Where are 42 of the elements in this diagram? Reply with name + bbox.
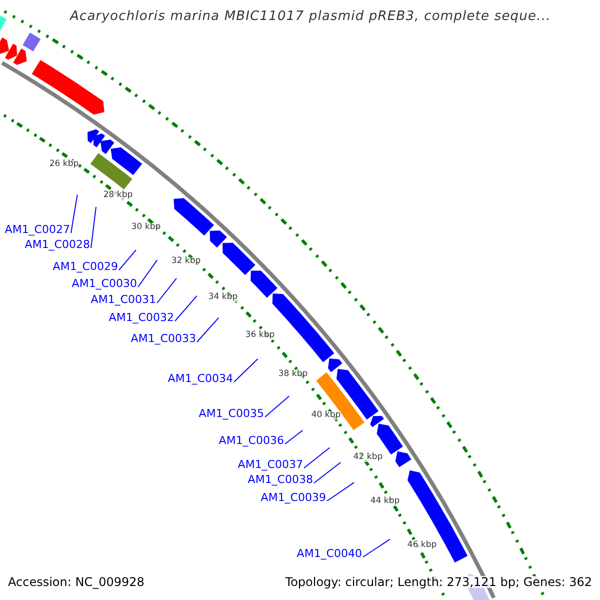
tick-label: 44 kbp <box>370 497 400 506</box>
leader-line <box>234 358 258 382</box>
summary-text: Topology: circular; Length: 273,121 bp; Genes: 362 <box>285 576 592 588</box>
gene-label: AM1_C0034 <box>168 373 233 384</box>
gene-label: AM1_C0027 <box>4 224 70 235</box>
tick-label: 38 kbp <box>278 370 308 378</box>
leader-line <box>156 278 177 304</box>
leader-line <box>174 295 198 322</box>
gene-label: AM1_C0039 <box>260 492 326 503</box>
gene-label: AM1_C0035 <box>198 408 264 419</box>
gene-label: AM1_C0029 <box>52 261 118 272</box>
leader-line <box>304 447 330 468</box>
gene-label: AM1_C0032 <box>108 312 174 323</box>
tick-label: 26 kbp <box>49 160 79 168</box>
gene-label: AM1_C0028 <box>24 239 90 250</box>
leader-line <box>118 250 136 270</box>
leader-line <box>284 430 304 444</box>
leader-line <box>264 396 290 418</box>
tick-label: 40 kbp <box>311 411 341 420</box>
gene-label: AM1_C0031 <box>90 294 156 305</box>
leader-line <box>196 317 220 342</box>
tick-label: 34 kbp <box>208 293 238 302</box>
tick-label: 30 kbp <box>131 223 161 232</box>
tick-label: 32 kbp <box>171 257 201 266</box>
tick-label: 36 kbp <box>245 331 275 340</box>
leader-line <box>90 206 96 248</box>
leader-line <box>138 259 158 288</box>
gene-label: AM1_C0033 <box>130 333 196 344</box>
leader-line <box>362 538 390 558</box>
tick-label: 42 kbp <box>353 453 383 462</box>
tick-label: 28 kbp <box>103 191 133 200</box>
gene-label: AM1_C0038 <box>248 474 313 485</box>
tick-label: 46 kbp <box>407 541 437 550</box>
leader-line <box>326 482 354 502</box>
accession-text: Accession: NC_009928 <box>8 576 144 588</box>
leader-line <box>70 194 78 234</box>
gene-label: AM1_C0040 <box>296 548 362 559</box>
map-title: Acaryochloris marina MBIC11017 plasmid pREB3, complete seque... <box>70 10 551 23</box>
leader-line <box>314 462 342 484</box>
gene-label: AM1_C0036 <box>218 435 284 446</box>
gene-label: AM1_C0030 <box>72 278 137 289</box>
gene-label: AM1_C0037 <box>238 459 303 470</box>
